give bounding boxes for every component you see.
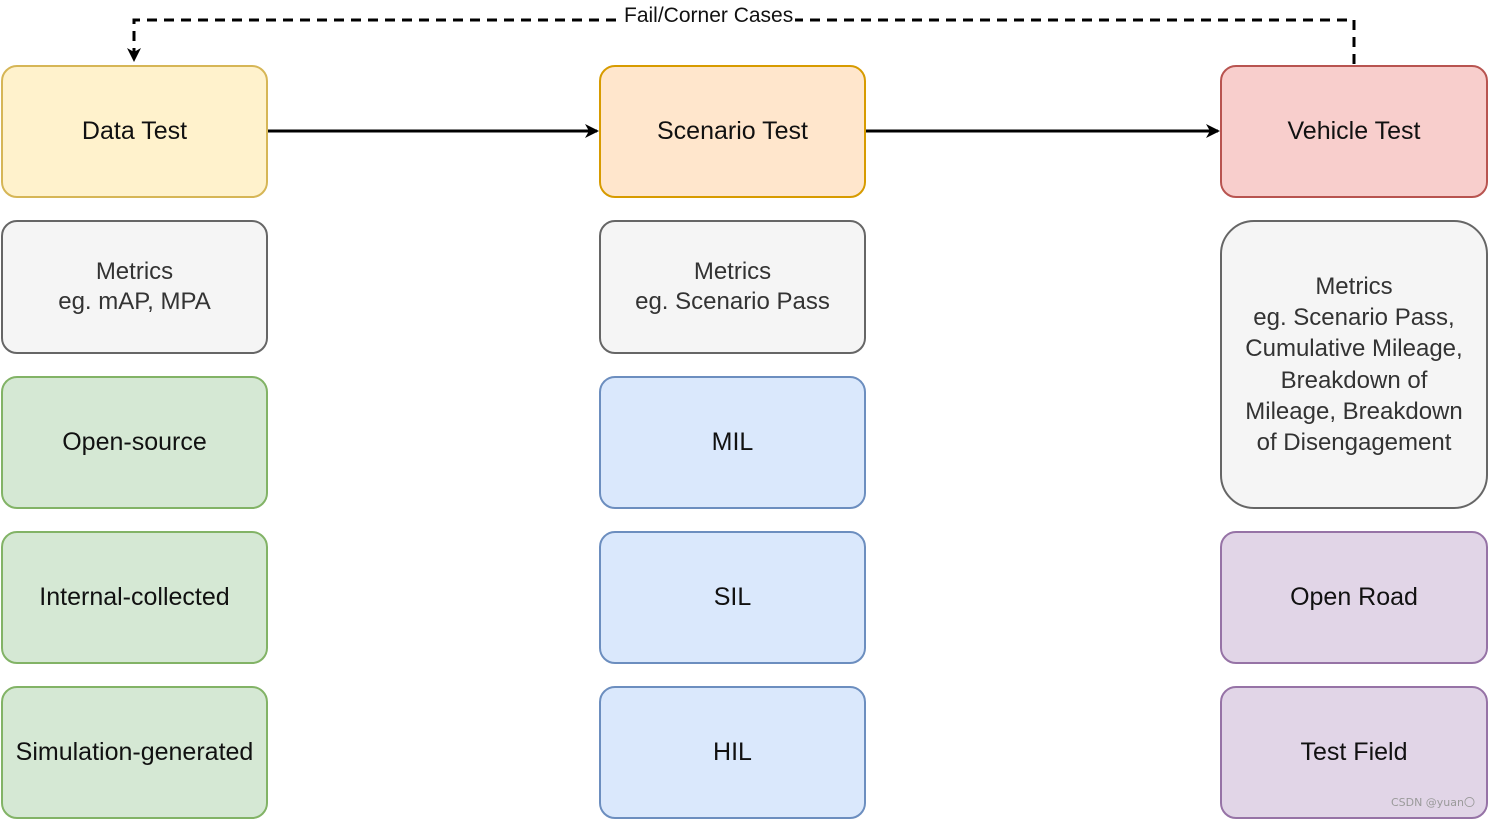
simulation-generated-node: Simulation-generated (1, 686, 268, 819)
internal-collected-node: Internal-collected (1, 531, 268, 664)
mil-node: MIL (599, 376, 866, 509)
data-metrics-node: Metrics eg. mAP, MPA (1, 220, 268, 354)
hil-node: HIL (599, 686, 866, 819)
feedback-label: Fail/Corner Cases (622, 4, 796, 28)
scenario-test-node: Scenario Test (599, 65, 866, 198)
vehicle-test-node: Vehicle Test (1220, 65, 1488, 198)
data-test-node: Data Test (1, 65, 268, 198)
sil-node: SIL (599, 531, 866, 664)
vehicle-metrics-node: Metrics eg. Scenario Pass, Cumulative Mi… (1220, 220, 1488, 509)
test-field-node: Test Field (1220, 686, 1488, 819)
scenario-metrics-node: Metrics eg. Scenario Pass (599, 220, 866, 354)
watermark: CSDN @yuan〇 (1390, 796, 1475, 809)
open-source-node: Open-source (1, 376, 268, 509)
open-road-node: Open Road (1220, 531, 1488, 664)
